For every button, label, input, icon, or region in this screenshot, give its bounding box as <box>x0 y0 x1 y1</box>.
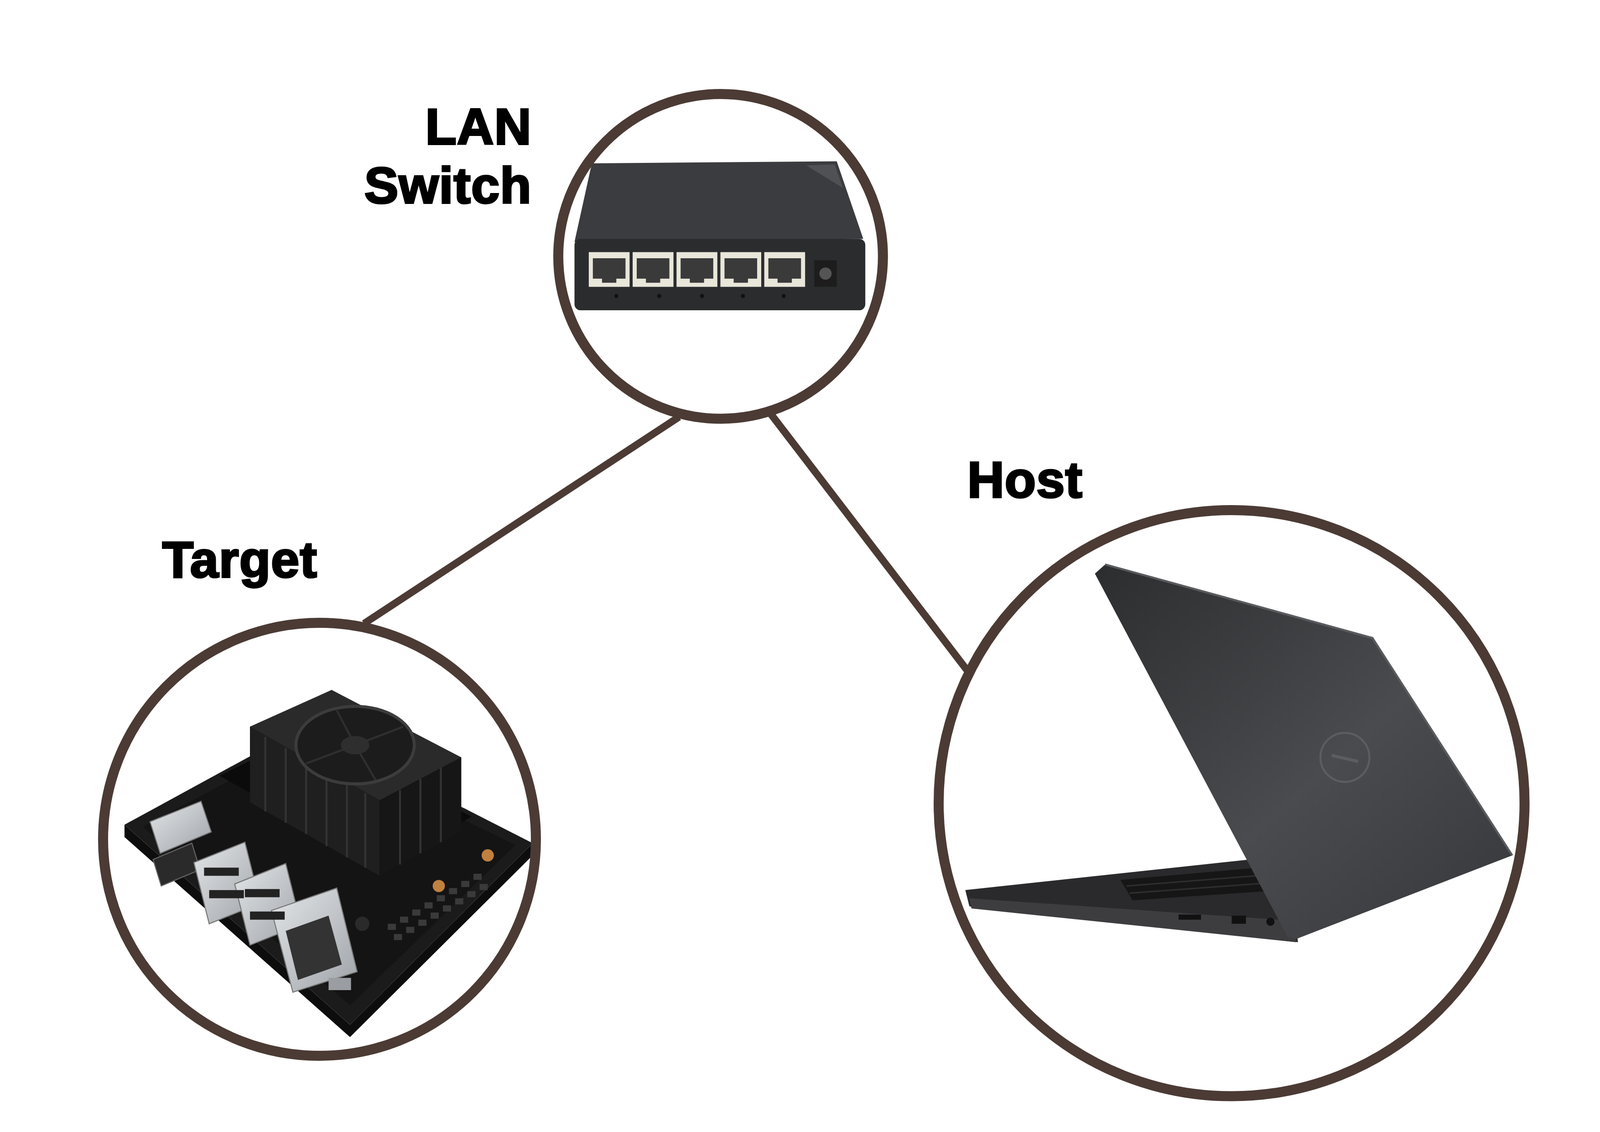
circle-outline <box>98 617 541 1061</box>
device-circle: Target <box>98 617 541 1061</box>
cable-line <box>771 414 967 670</box>
network-cable <box>363 416 679 624</box>
device-label: Host <box>967 450 1083 510</box>
device-circle: Host <box>933 504 1530 1102</box>
laptop-picture <box>965 564 1512 942</box>
circle-outline <box>933 504 1530 1102</box>
network-cable <box>771 414 967 670</box>
device-circle: LAN Switch <box>553 88 889 424</box>
board-picture <box>124 689 533 1037</box>
switch-picture <box>574 161 866 311</box>
cable-line <box>363 416 679 624</box>
device-label: LAN Switch <box>364 97 532 216</box>
circle-outline <box>553 88 889 424</box>
device-label: Target <box>162 530 318 590</box>
